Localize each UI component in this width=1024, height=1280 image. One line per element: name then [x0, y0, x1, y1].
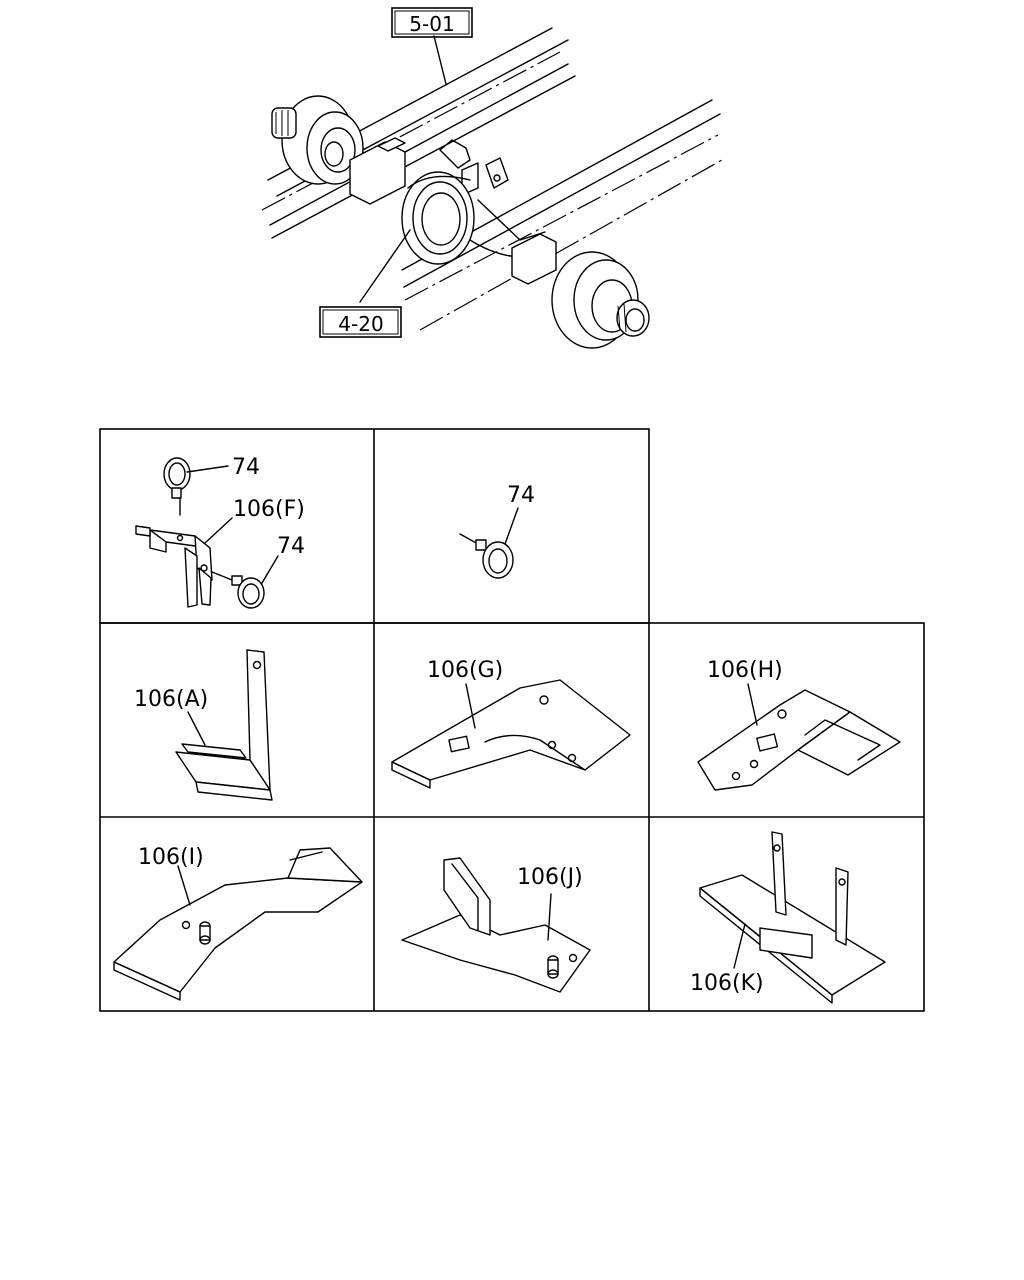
- label-74-lower: 74: [277, 534, 305, 559]
- clip-74-lower-drawing: [211, 571, 265, 609]
- bracket-106j-drawing: [401, 857, 591, 993]
- bracket-106a-drawing: [175, 649, 273, 801]
- clip-74-upper-drawing: [163, 457, 191, 516]
- label-106h: 106(H): [707, 658, 783, 683]
- bracket-106k-drawing: [699, 831, 886, 1004]
- panel-4: 106(G): [391, 658, 631, 789]
- bracket-106g-drawing: [391, 679, 631, 789]
- right-hub-drawing: [551, 251, 650, 349]
- bracket-106i-drawing: [113, 847, 363, 1001]
- label-74-upper: 74: [232, 455, 260, 480]
- panel-2: 74: [459, 483, 535, 579]
- axle-assembly-illustration: [261, 27, 723, 349]
- bracket-106h-drawing: [697, 689, 901, 791]
- differential-housing-drawing: [401, 171, 475, 265]
- label-74: 74: [507, 483, 535, 508]
- panel-6: 106(I): [113, 845, 363, 1001]
- panel-8: 106(K): [690, 831, 886, 1004]
- panel-7: 106(J): [401, 857, 591, 993]
- clip-74-drawing: [459, 533, 514, 579]
- label-106i: 106(I): [138, 845, 204, 870]
- left-hub-drawing: [271, 95, 364, 185]
- label-106j: 106(J): [517, 865, 583, 890]
- reference-label-lower: 4-20: [338, 312, 383, 336]
- label-106f: 106(F): [233, 497, 305, 522]
- reference-box-upper[interactable]: 5-01: [391, 7, 473, 38]
- bracket-106f-drawing: [135, 525, 213, 608]
- label-106a: 106(A): [134, 687, 208, 712]
- label-106k: 106(K): [690, 971, 764, 996]
- panel-5: 106(H): [697, 658, 901, 791]
- reference-box-lower[interactable]: 4-20: [319, 306, 402, 338]
- reference-label-upper: 5-01: [409, 12, 454, 36]
- parts-grid: [99, 428, 925, 1012]
- panel-3: 106(A): [134, 649, 273, 801]
- panel-1: 74 106(F) 74: [135, 455, 305, 609]
- label-106g: 106(G): [427, 658, 503, 683]
